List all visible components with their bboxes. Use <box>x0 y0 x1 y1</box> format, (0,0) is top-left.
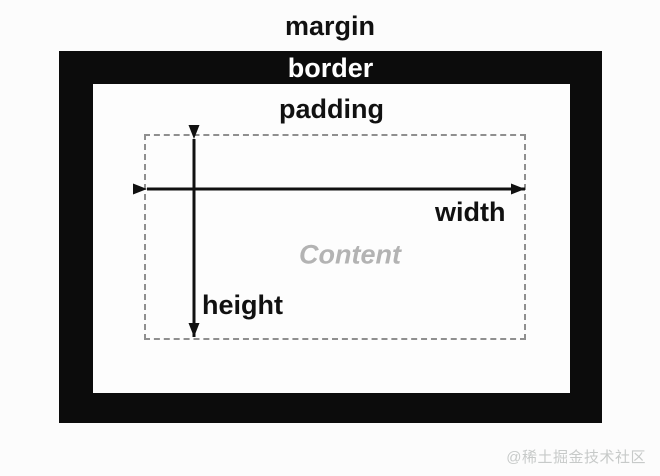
height-label: height <box>202 290 283 320</box>
border-label: border <box>287 53 374 83</box>
margin-label: margin <box>284 11 376 41</box>
padding-box: padding Content <box>93 84 570 393</box>
padding-label: padding <box>279 94 384 124</box>
border-box: border padding Content <box>59 51 602 423</box>
content-box: Content <box>144 134 526 340</box>
content-label: Content <box>299 239 401 270</box>
watermark: @稀土掘金技术社区 <box>506 449 646 466</box>
width-label: width <box>435 197 506 227</box>
